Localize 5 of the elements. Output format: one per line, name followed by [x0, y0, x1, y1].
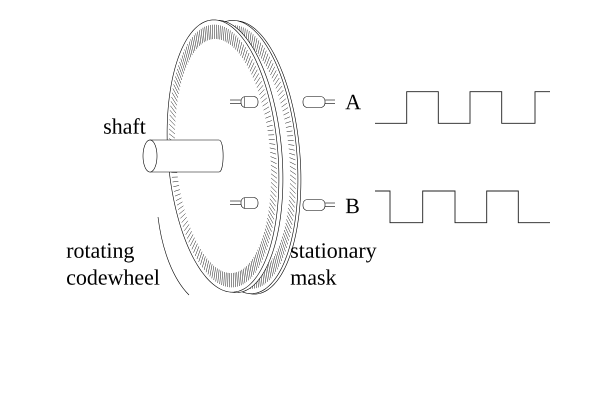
channel-label: B	[346, 198, 359, 214]
part-label: shaft	[104, 118, 146, 134]
part-label: rotating codewheel	[66, 243, 160, 285]
channel-label: A	[345, 94, 361, 110]
part-label: stationary mask	[290, 243, 377, 285]
